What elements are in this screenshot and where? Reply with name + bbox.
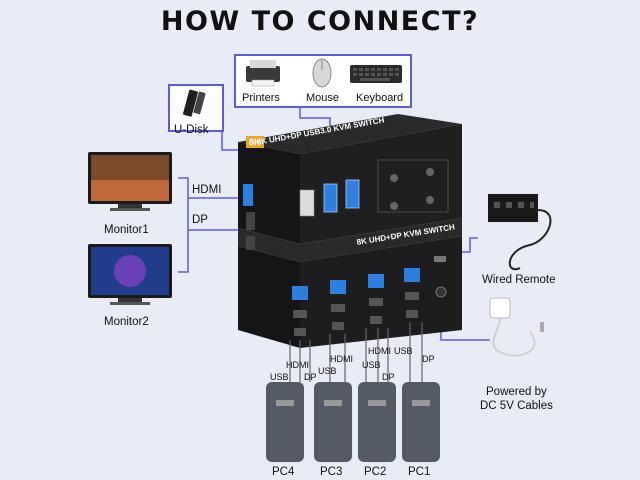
pc4-cable-hdmi: HDMI [286,360,309,370]
udisk-label: U-Disk [174,124,209,136]
pc2-cable-usb: USB [362,360,381,370]
pc4-cable-dp: DP [304,372,317,382]
device-badge: 8K [246,136,264,148]
hdmi-label: HDMI [192,184,222,196]
pc4-label: PC4 [272,466,295,478]
printers-label: Printers [242,92,280,104]
pc3-label: PC3 [320,466,343,478]
pc3-cable-usb: USB [318,366,337,376]
mouse-label: Mouse [306,92,340,104]
pc4-cable-usb: USB [270,372,289,382]
pc2-unit [358,382,396,462]
pc2-cable-dp: DP [382,372,395,382]
monitor2-label: Monitor2 [104,316,149,328]
page-title: HOW TO CONNECT? [160,6,480,37]
wired-remote-label: Wired Remote [482,274,556,286]
pc2-cable-hdmi: HDMI [368,346,391,356]
pc1-cable-usb: USB [394,346,413,356]
pc1-cable-dp: DP [422,354,435,364]
power-label-line2: DC 5V Cables [480,400,553,412]
pc4-unit [266,382,304,462]
keyboard-label: Keyboard [356,92,404,104]
pc2-label: PC2 [364,466,387,478]
pc3-unit [314,382,352,462]
dp-label: DP [192,214,208,226]
monitor1-label: Monitor1 [104,224,149,236]
power-label-line1: Powered by [486,386,547,398]
pc3-cable-hdmi: HDMI [330,354,353,364]
pc1-unit [402,382,440,462]
pc1-label: PC1 [408,466,431,478]
